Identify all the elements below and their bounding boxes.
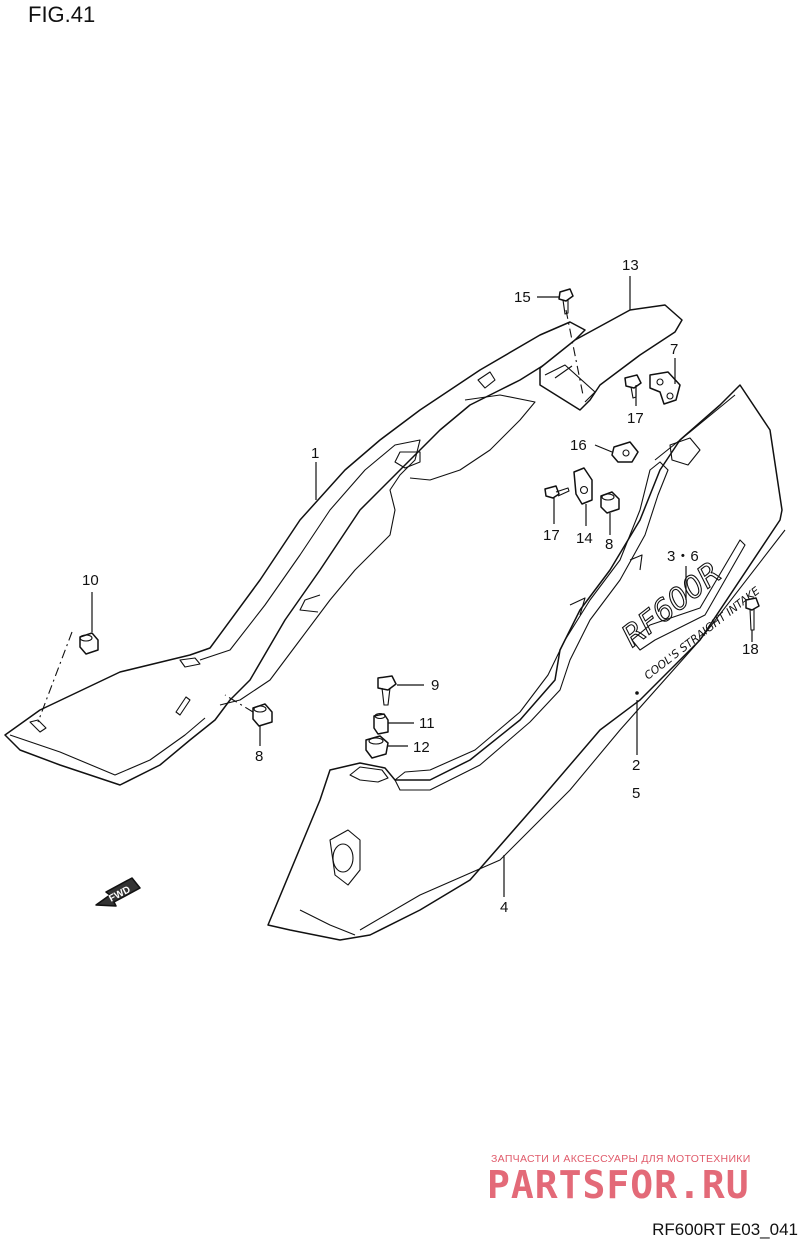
diagram-code: RF600RT E03_041 <box>652 1220 798 1239</box>
tail-cover-part-13 <box>539 304 683 411</box>
figure-title: FIG.41 <box>28 2 96 27</box>
install-line-15 <box>565 309 584 396</box>
callout-11: 11 <box>419 715 435 732</box>
screw-part-17-upper <box>624 374 642 399</box>
fwd-arrow: FWD <box>95 877 141 907</box>
bolt-part-9 <box>377 675 397 706</box>
side-cover-part-4: RF600R COOL'S STRAIGHT INTAKE <box>267 384 786 941</box>
cushion-part-12 <box>365 735 389 759</box>
grommet-part-8-left <box>252 703 273 727</box>
callout-8-right: 8 <box>605 536 613 553</box>
callout-4: 4 <box>500 899 508 916</box>
install-line-8 <box>224 694 254 713</box>
bolt-part-18 <box>745 597 760 631</box>
callout-7: 7 <box>670 341 678 358</box>
part-2-dot <box>635 691 639 695</box>
callout-10: 10 <box>82 572 99 589</box>
grommet-part-8-right <box>600 491 620 514</box>
callout-labels: 1 2 3・6 4 5 7 8 8 9 10 11 12 13 14 15 16… <box>82 257 759 916</box>
callout-3-6: 3・6 <box>667 548 699 565</box>
watermark-tagline: ЗАПЧАСТИ И АКСЕССУАРЫ ДЛЯ МОТОТЕХНИКИ <box>491 1153 751 1165</box>
callout-15: 15 <box>514 289 531 306</box>
bracket-part-7 <box>649 371 681 405</box>
spacer-part-11 <box>373 712 389 735</box>
install-line-10 <box>37 631 73 723</box>
callout-12: 12 <box>413 739 430 756</box>
callout-16: 16 <box>570 437 587 454</box>
fwd-label: FWD <box>107 884 132 904</box>
callout-17-upper: 17 <box>627 410 644 427</box>
callout-18: 18 <box>742 641 759 658</box>
screw-part-15 <box>558 288 574 315</box>
callout-5: 5 <box>632 785 640 802</box>
callout-17-lower: 17 <box>543 527 560 544</box>
frame-cover-part-1 <box>4 321 586 786</box>
callout-2: 2 <box>632 757 640 774</box>
callout-8-left: 8 <box>255 748 263 765</box>
clip-part-16 <box>611 441 639 463</box>
bracket-part-14 <box>573 467 593 505</box>
callout-13: 13 <box>622 257 639 274</box>
grommet-part-10 <box>79 632 99 655</box>
screw-part-17-lower <box>544 485 570 499</box>
watermark-brand: PARTSFOR.RU <box>487 1163 750 1207</box>
callout-14: 14 <box>576 530 593 547</box>
callout-9: 9 <box>431 677 439 694</box>
leader-lines <box>91 276 753 897</box>
callout-1: 1 <box>311 445 319 462</box>
